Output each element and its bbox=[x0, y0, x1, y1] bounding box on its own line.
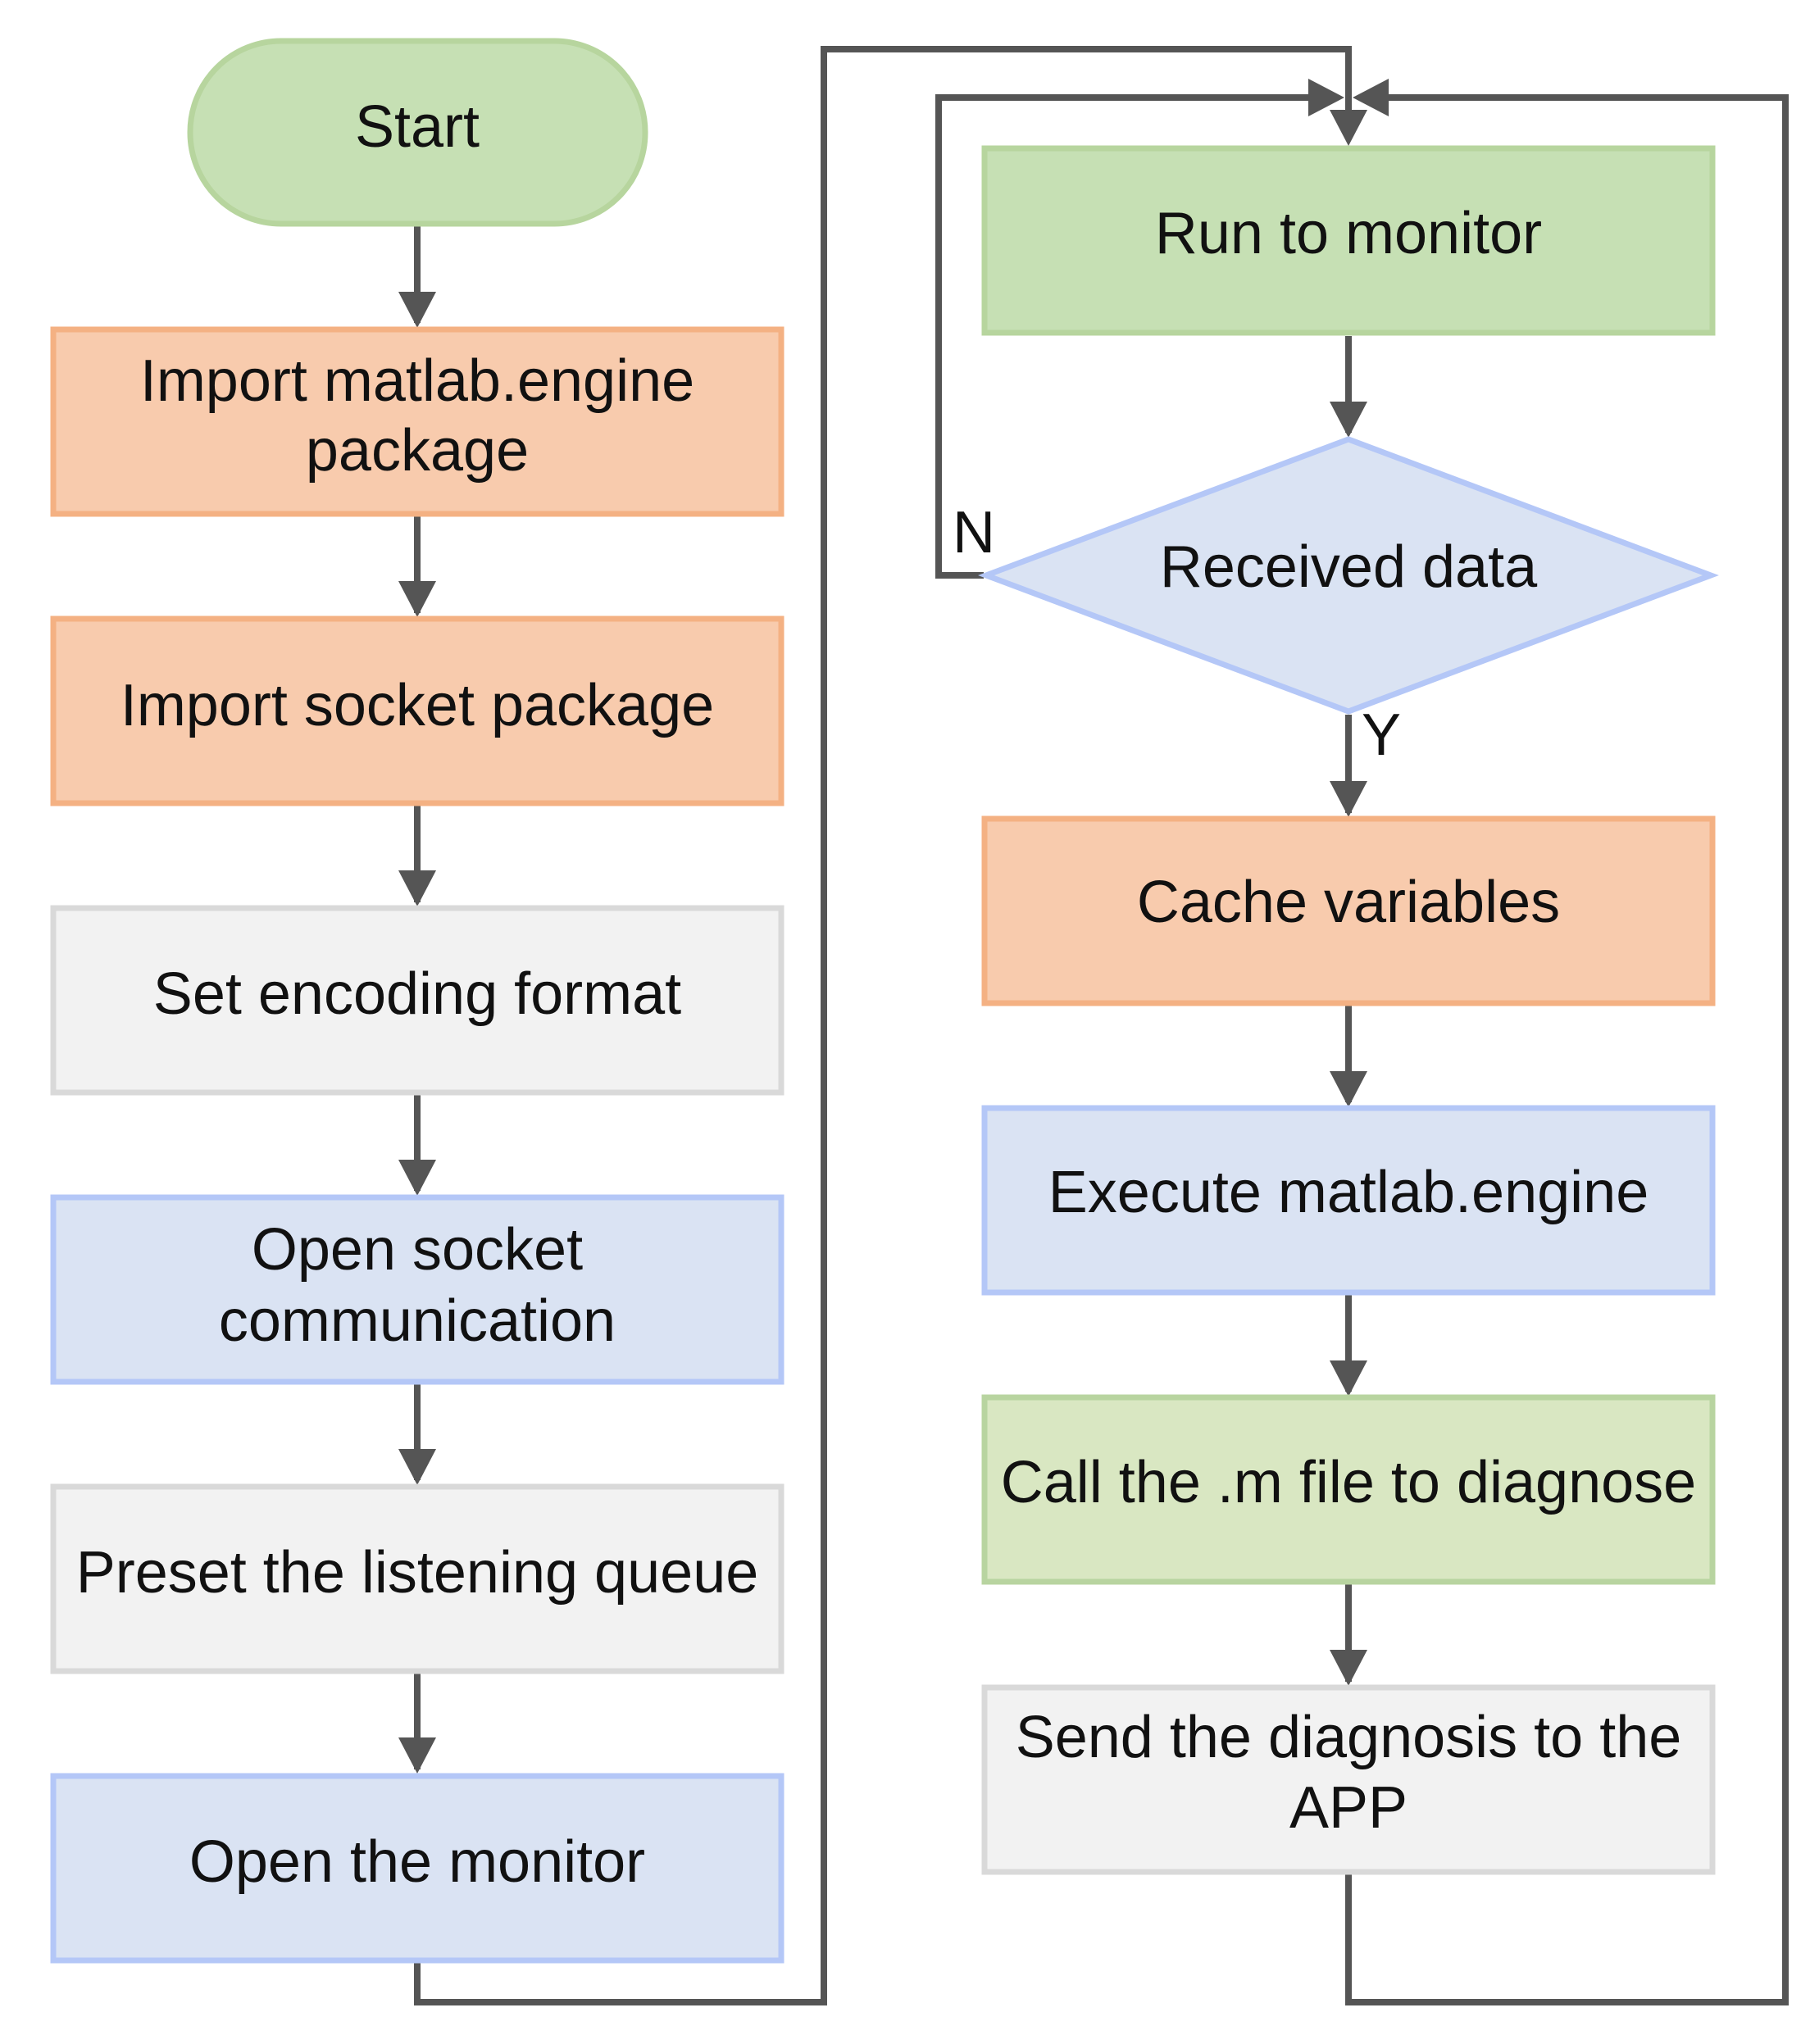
run-monitor-label: Run to monitor bbox=[1155, 201, 1542, 266]
arrowhead bbox=[1330, 781, 1367, 817]
edge-label-yes: Y bbox=[1362, 702, 1401, 768]
arrowhead bbox=[398, 1160, 436, 1196]
open-socket-line-2: communication bbox=[219, 1288, 616, 1354]
execute-engine-box bbox=[981, 1105, 1716, 1296]
set-encoding-label: Set encoding format bbox=[153, 961, 681, 1027]
arrowhead bbox=[1330, 1360, 1367, 1397]
import-matlab-box bbox=[50, 326, 784, 517]
edge-label-no: N bbox=[953, 500, 995, 566]
arrowhead bbox=[1308, 79, 1344, 116]
received-data-label: Received data bbox=[1160, 534, 1538, 600]
node-import-matlab: Import matlab.engine package bbox=[50, 326, 784, 517]
arrowhead bbox=[1330, 402, 1367, 438]
node-execute-engine: Execute matlab.engine bbox=[981, 1105, 1716, 1296]
node-start: Start bbox=[187, 38, 648, 227]
import-socket-label: Import socket package bbox=[121, 673, 714, 738]
import-matlab-line-2: package bbox=[306, 418, 529, 484]
import-matlab-line-1: Import matlab.engine bbox=[140, 348, 694, 414]
execute-engine-label: Execute matlab.engine bbox=[1048, 1160, 1649, 1225]
cache-variables-box bbox=[981, 815, 1716, 1006]
preset-queue-box bbox=[50, 1483, 784, 1674]
run-monitor-box bbox=[981, 145, 1716, 336]
open-socket-box bbox=[50, 1194, 784, 1385]
arrowhead bbox=[1330, 1650, 1367, 1686]
connectors bbox=[414, 46, 1789, 2005]
node-open-socket: Open socket communication bbox=[50, 1194, 784, 1385]
arrowhead bbox=[1330, 1071, 1367, 1107]
received-data-diamond bbox=[978, 436, 1719, 715]
open-monitor-label: Open the monitor bbox=[189, 1829, 645, 1895]
import-socket-box bbox=[50, 615, 784, 806]
arrowhead bbox=[398, 292, 436, 328]
node-received-data: Received data bbox=[978, 436, 1719, 715]
arrowhead bbox=[1353, 79, 1389, 116]
start-label: Start bbox=[355, 94, 480, 160]
arrowheads bbox=[398, 79, 1389, 1774]
arrowhead bbox=[398, 1737, 436, 1774]
call-m-file-label: Call the .m file to diagnose bbox=[1001, 1450, 1696, 1515]
node-run-monitor: Run to monitor bbox=[981, 145, 1716, 336]
preset-queue-label: Preset the listening queue bbox=[76, 1540, 759, 1606]
open-socket-line-1: Open socket bbox=[252, 1217, 583, 1283]
node-import-socket: Import socket package bbox=[50, 615, 784, 806]
arrowhead bbox=[398, 581, 436, 617]
call-m-file-box bbox=[981, 1394, 1716, 1585]
send-diagnosis-line-2: APP bbox=[1289, 1775, 1408, 1841]
arrowhead bbox=[398, 1449, 436, 1485]
node-cache-variables: Cache variables bbox=[981, 815, 1716, 1006]
node-open-monitor: Open the monitor bbox=[50, 1773, 784, 1964]
node-preset-queue: Preset the listening queue bbox=[50, 1483, 784, 1674]
node-set-encoding: Set encoding format bbox=[50, 905, 784, 1096]
set-encoding-box bbox=[50, 905, 784, 1096]
start-terminator bbox=[187, 38, 648, 227]
connector-send-loop bbox=[1345, 94, 1789, 2005]
connector-no-loop bbox=[935, 94, 1318, 579]
cache-variables-label: Cache variables bbox=[1137, 870, 1560, 935]
send-diagnosis-box bbox=[981, 1684, 1716, 1875]
node-call-m-file: Call the .m file to diagnose bbox=[981, 1394, 1716, 1585]
arrowhead bbox=[1330, 110, 1367, 146]
connector-open-monitor-to-run-monitor bbox=[414, 46, 1352, 2005]
send-diagnosis-line-1: Send the diagnosis to the bbox=[1016, 1705, 1682, 1770]
arrowhead bbox=[398, 870, 436, 906]
node-send-diagnosis: Send the diagnosis to the APP bbox=[981, 1684, 1716, 1875]
open-monitor-box bbox=[50, 1773, 784, 1964]
